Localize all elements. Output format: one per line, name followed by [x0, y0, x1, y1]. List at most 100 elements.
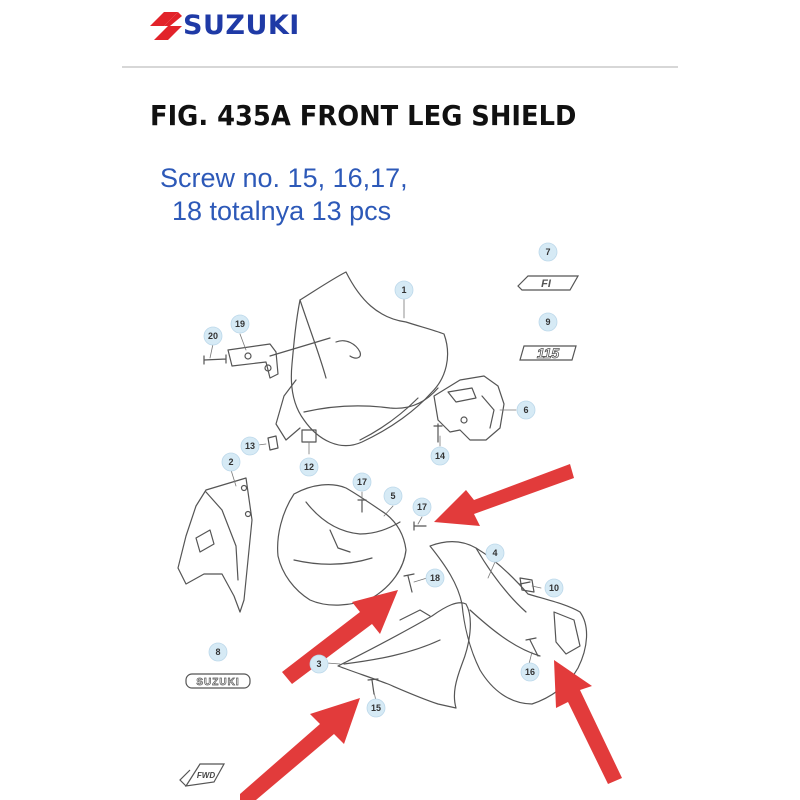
emblem-9: 115: [519, 345, 577, 361]
callout-bubble: [430, 446, 450, 466]
callout-5: 5: [383, 486, 403, 506]
part-clip-13: [267, 435, 279, 451]
callout-number: 16: [525, 667, 535, 677]
callout-13: 13: [240, 436, 260, 456]
emblem-8-label: SUZUKI: [196, 677, 239, 688]
arrow-to-screw-16-icon: [554, 660, 622, 784]
callout-number: 7: [545, 247, 550, 257]
callout-bubble: [240, 436, 260, 456]
callout-bubble: [366, 698, 386, 718]
callout-number: 14: [435, 451, 445, 461]
leader-lines: [209, 295, 542, 702]
emblem-8: SUZUKI: [185, 673, 251, 689]
callout-number: 9: [545, 317, 550, 327]
part-leg-shield: [337, 602, 471, 709]
callout-number: 5: [390, 491, 395, 501]
fwd-label: FWD: [197, 771, 215, 780]
callout-number: 12: [304, 462, 314, 472]
screw-note-line-2: 18 totalnya 13 pcs: [172, 196, 392, 226]
callout-number: 6: [523, 405, 528, 415]
callout-10: 10: [544, 578, 564, 598]
callout-number: 17: [417, 502, 427, 512]
part-screw-18: [403, 573, 415, 593]
part-upper-bracket: [433, 375, 505, 441]
part-clip-10: [519, 581, 531, 585]
callout-number: 1: [401, 285, 406, 295]
callout-bubble: [299, 457, 319, 477]
callout-number: 13: [245, 441, 255, 451]
callout-14: 14: [430, 446, 450, 466]
callout-bubble: [485, 543, 505, 563]
part-screw-16: [525, 637, 539, 657]
forward-direction-icon: FWD: [179, 763, 226, 787]
callout-number: 8: [215, 647, 220, 657]
callout-number: 3: [316, 659, 321, 669]
arrow-to-screw-18-icon: [282, 590, 398, 684]
callout-bubble: [230, 314, 250, 334]
arrow-to-screw-15-icon: [240, 698, 360, 800]
callout-number: 2: [228, 457, 233, 467]
callout-17: 17: [412, 497, 432, 517]
screw-note-line-1: Screw no. 15, 16,17,: [160, 163, 408, 193]
callout-bubble: [538, 312, 558, 332]
callout-15: 15: [366, 698, 386, 718]
callout-12: 12: [299, 457, 319, 477]
callout-4: 4: [485, 543, 505, 563]
callout-number: 19: [235, 319, 245, 329]
callout-19: 19: [230, 314, 250, 334]
part-screw-17a: [357, 499, 367, 513]
part-inner-panel: [277, 484, 407, 606]
callout-number: 4: [492, 548, 497, 558]
callout-8: 8: [208, 642, 228, 662]
callout-7: 7: [538, 242, 558, 262]
figure-title: FIG. 435A FRONT LEG SHIELD: [150, 99, 577, 132]
callout-bubble: [203, 326, 223, 346]
callout-number: 15: [371, 703, 381, 713]
callout-bubble: [516, 400, 536, 420]
callout-bubble: [538, 242, 558, 262]
emblem-9-label: 115: [537, 345, 560, 361]
callout-bubble: [383, 486, 403, 506]
callout-bubble: [412, 497, 432, 517]
part-front-cover: [275, 271, 449, 447]
part-bolt-14: [433, 423, 443, 443]
callout-number: 20: [208, 331, 218, 341]
part-bracket: [227, 337, 331, 379]
part-screw-17b: [413, 521, 427, 531]
callout-bubble: [208, 642, 228, 662]
callout-bubble: [425, 568, 445, 588]
part-bolt: [203, 354, 227, 365]
callout-18: 18: [425, 568, 445, 588]
part-side-cover-left: [177, 477, 253, 613]
emblem-7-label: FI: [541, 278, 552, 290]
callout-bubble: [221, 452, 241, 472]
callout-bubble: [309, 654, 329, 674]
arrow-to-screw-17-icon: [434, 464, 574, 526]
suzuki-s-emblem-icon: [150, 12, 182, 40]
part-nut-12: [301, 429, 317, 443]
callout-9: 9: [538, 312, 558, 332]
suzuki-logo: [150, 12, 182, 40]
screw-note: Screw no. 15, 16,17, 18 totalnya 13 pcs: [160, 162, 460, 228]
callout-20: 20: [203, 326, 223, 346]
part-screw-15: [367, 678, 379, 695]
red-arrows: [240, 464, 622, 800]
callout-bubble: [394, 280, 414, 300]
callout-number: 18: [430, 573, 440, 583]
callout-6: 6: [516, 400, 536, 420]
callout-17: 17: [352, 472, 372, 492]
callout-3: 3: [309, 654, 329, 674]
brand-name: SUZUKI: [183, 10, 300, 41]
callout-number: 10: [549, 583, 559, 593]
callout-bubble: [520, 662, 540, 682]
callout-number: 17: [357, 477, 367, 487]
header-divider: [122, 66, 678, 68]
callout-2: 2: [221, 452, 241, 472]
callout-16: 16: [520, 662, 540, 682]
callout-1: 1: [394, 280, 414, 300]
callout-bubble: [352, 472, 372, 492]
callout-bubble: [544, 578, 564, 598]
